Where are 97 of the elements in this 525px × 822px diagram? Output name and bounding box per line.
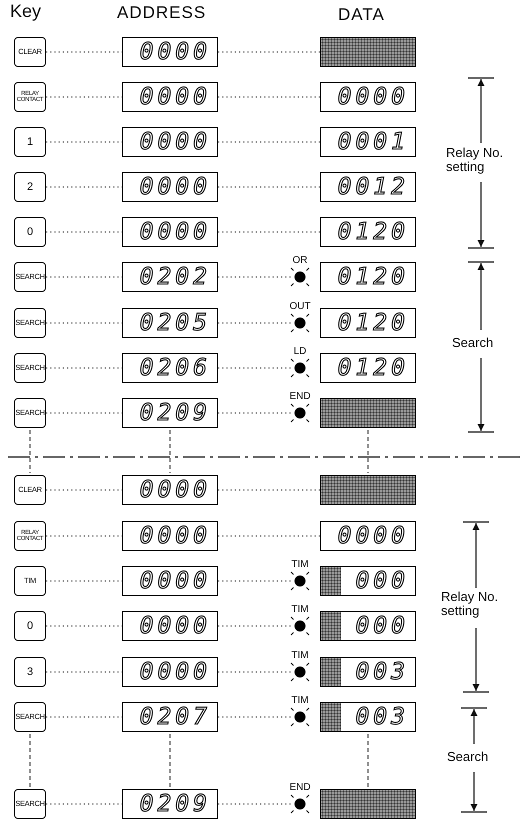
lamp-label: LD xyxy=(292,346,308,357)
indicator-lamp xyxy=(290,268,310,286)
keypad-key: 0 xyxy=(14,611,46,641)
digital-display xyxy=(122,611,218,641)
display-digits: 0012 xyxy=(338,173,409,201)
blank-display xyxy=(320,475,416,505)
blank-display xyxy=(320,37,416,67)
column-heading: Key xyxy=(10,2,42,21)
display-digits: 0120 xyxy=(338,263,409,291)
digital-display xyxy=(320,657,416,687)
lamp-label: END xyxy=(288,391,312,402)
digital-display xyxy=(122,789,218,819)
display-digits: 0206 xyxy=(140,354,211,382)
digital-display xyxy=(122,475,218,505)
bracket-label: Relay No. setting xyxy=(441,590,500,618)
display-digits: 0209 xyxy=(140,790,211,818)
bracket-label: Search xyxy=(447,750,490,764)
display-digits: 0120 xyxy=(338,218,409,246)
keypad-key: 3 xyxy=(14,657,46,687)
display-digits: 0000 xyxy=(140,567,211,595)
indicator-lamp xyxy=(290,708,310,726)
bracket-label: Relay No. setting xyxy=(446,146,504,174)
lamp-label: TIM xyxy=(290,559,310,570)
display-digits: 0209 xyxy=(140,399,211,427)
display-digits: 0205 xyxy=(140,309,211,337)
digital-display xyxy=(122,398,218,428)
blank-display xyxy=(320,789,416,819)
digital-display xyxy=(320,262,416,292)
connector-line xyxy=(218,276,292,278)
indicator-lamp xyxy=(290,794,310,814)
digital-display xyxy=(122,172,218,202)
lamp-label: TIM xyxy=(290,695,310,706)
digital-display xyxy=(320,127,416,157)
digital-display xyxy=(122,82,218,112)
display-digits: 0000 xyxy=(140,128,211,156)
digital-display xyxy=(122,353,218,383)
digital-display xyxy=(122,217,218,247)
display-digits: 0000 xyxy=(140,173,211,201)
display-digits: 0000 xyxy=(140,218,211,246)
display-digits: 0000 xyxy=(140,522,211,550)
digital-display xyxy=(122,308,218,338)
display-digits: 003 xyxy=(355,703,409,731)
display-digits: 0120 xyxy=(338,309,409,337)
display-digits: 0000 xyxy=(140,658,211,686)
digital-display xyxy=(320,611,416,641)
keypad-key: 0 xyxy=(14,217,46,247)
display-digits: 003 xyxy=(355,658,409,686)
connector-line xyxy=(218,96,320,98)
column-heading: DATA xyxy=(338,6,386,24)
bracket-label: Search xyxy=(452,336,494,350)
lamp-label: OR xyxy=(292,255,308,266)
digital-display xyxy=(122,657,218,687)
display-digits: 0120 xyxy=(338,354,409,382)
digital-display xyxy=(320,82,416,112)
display-digits: 0000 xyxy=(338,522,409,550)
connector-line xyxy=(218,580,292,582)
display-digits: 0000 xyxy=(140,83,211,111)
digital-display xyxy=(320,566,416,596)
digital-display xyxy=(320,521,416,551)
lamp-label: END xyxy=(288,782,312,793)
lamp-label: OUT xyxy=(288,301,312,312)
indicator-lamp xyxy=(290,616,310,636)
digital-display xyxy=(320,353,416,383)
keypad-key: 2 xyxy=(14,172,46,202)
lamp-label: TIM xyxy=(290,604,310,615)
connector-line xyxy=(218,186,320,188)
display-digits: 0000 xyxy=(140,38,211,66)
digital-display xyxy=(122,37,218,67)
connector-line xyxy=(218,322,292,324)
connector-line xyxy=(218,716,292,718)
digital-display xyxy=(122,262,218,292)
indicator-lamp xyxy=(290,662,310,682)
indicator-lamp xyxy=(290,404,310,422)
display-digits: 0000 xyxy=(338,83,409,111)
digital-display xyxy=(122,566,218,596)
display-digits: 000 xyxy=(355,567,409,595)
column-heading: ADDRESS xyxy=(117,4,208,22)
indicator-lamp xyxy=(290,572,310,590)
digital-display xyxy=(122,521,218,551)
blank-display xyxy=(320,398,416,428)
indicator-lamp xyxy=(290,358,310,378)
digital-display xyxy=(320,217,416,247)
connector-line xyxy=(218,412,292,414)
digital-display xyxy=(320,702,416,732)
keypad-key: 1 xyxy=(14,127,46,157)
display-digits: 0000 xyxy=(140,476,211,504)
lamp-label: TIM xyxy=(290,650,310,661)
display-digits: 0202 xyxy=(140,263,211,291)
indicator-lamp xyxy=(290,314,310,332)
display-digits: 000 xyxy=(355,612,409,640)
display-digits: 0000 xyxy=(140,612,211,640)
digital-display xyxy=(320,172,416,202)
digital-display xyxy=(122,127,218,157)
display-digits: 0001 xyxy=(338,128,409,156)
digital-display xyxy=(320,308,416,338)
digital-display xyxy=(122,702,218,732)
display-digits: 0207 xyxy=(140,703,211,731)
